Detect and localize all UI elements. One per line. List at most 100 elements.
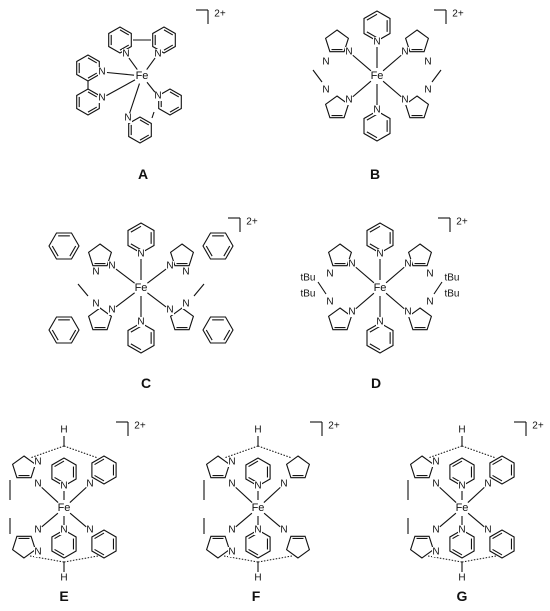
bridgehead-H: H	[254, 425, 261, 436]
nitrogen-atom: N	[432, 547, 439, 558]
nitrogen-atom: N	[404, 307, 411, 318]
nitrogen-atom: N	[154, 49, 161, 60]
nitrogen-atom: N	[322, 57, 329, 68]
nitrogen-atom: N	[280, 479, 287, 490]
charge-label: 2+	[452, 9, 464, 20]
bridgehead-H: H	[254, 573, 261, 584]
nitrogen-atom: N	[98, 93, 105, 104]
nitrogen-atom: N	[484, 479, 491, 490]
nitrogen-atom: N	[376, 317, 383, 328]
nitrogen-atom: N	[458, 481, 465, 492]
nitrogen-atom: N	[424, 85, 431, 96]
nitrogen-atom: N	[122, 49, 129, 60]
nitrogen-atom: N	[92, 299, 99, 310]
tbu-label: tBu	[300, 289, 315, 300]
charge-label: 2+	[134, 421, 146, 432]
bridgehead-H: H	[458, 425, 465, 436]
metal-center: Fe	[371, 70, 384, 82]
nitrogen-atom: N	[404, 259, 411, 270]
nitrogen-atom: N	[401, 95, 408, 106]
nitrogen-atom: N	[424, 57, 431, 68]
nitrogen-atom: N	[348, 259, 355, 270]
nitrogen-atom: N	[326, 269, 333, 280]
nitrogen-atom: N	[182, 299, 189, 310]
label-G: G	[456, 588, 468, 604]
label-A: A	[137, 166, 149, 182]
bridgehead-H: H	[458, 573, 465, 584]
bridgehead-H: H	[60, 425, 67, 436]
nitrogen-atom: N	[228, 457, 235, 468]
structure-B: N N N N N N N N N N Fe 2+	[312, 9, 464, 142]
metal-center: Fe	[135, 282, 148, 294]
nitrogen-atom: N	[348, 307, 355, 318]
nitrogen-atom: N	[86, 479, 93, 490]
nitrogen-atom: N	[166, 305, 173, 316]
bridgehead-H: H	[60, 573, 67, 584]
nitrogen-atom: N	[254, 525, 261, 536]
nitrogen-atom: N	[484, 525, 491, 536]
nitrogen-atom: N	[34, 479, 41, 490]
nitrogen-atom: N	[432, 457, 439, 468]
nitrogen-atom: N	[108, 261, 115, 272]
nitrogen-atom: N	[432, 479, 439, 490]
nitrogen-atom: N	[426, 297, 433, 308]
charge-label: 2+	[328, 421, 340, 432]
nitrogen-atom: N	[401, 47, 408, 58]
nitrogen-atom: N	[228, 525, 235, 536]
nitrogen-atom: N	[86, 525, 93, 536]
nitrogen-atom: N	[345, 47, 352, 58]
nitrogen-atom: N	[92, 267, 99, 278]
charge-label: 2+	[214, 9, 226, 20]
metal-center: Fe	[456, 502, 469, 514]
nitrogen-atom: N	[432, 525, 439, 536]
nitrogen-atom: N	[280, 525, 287, 536]
charge-label: 2+	[246, 217, 258, 228]
metal-center: Fe	[58, 502, 71, 514]
nitrogen-atom: N	[60, 481, 67, 492]
nitrogen-atom: N	[458, 525, 465, 536]
label-E: E	[59, 588, 69, 604]
nitrogen-atom: N	[254, 481, 261, 492]
nitrogen-atom: N	[137, 249, 144, 260]
metal-center: Fe	[136, 70, 149, 82]
nitrogen-atom: N	[34, 547, 41, 558]
label-F: F	[251, 588, 261, 604]
nitrogen-atom: N	[376, 249, 383, 260]
nitrogen-atom: N	[326, 297, 333, 308]
label-C: C	[140, 375, 152, 391]
nitrogen-atom: N	[373, 37, 380, 48]
label-B: B	[369, 166, 381, 182]
nitrogen-atom: N	[34, 525, 41, 536]
nitrogen-atom: N	[166, 261, 173, 272]
structure-A: N N N N N N Fe 2+	[76, 9, 226, 144]
metal-center: Fe	[374, 282, 387, 294]
nitrogen-atom: N	[34, 457, 41, 468]
nitrogen-atom: N	[228, 547, 235, 558]
nitrogen-atom: N	[228, 479, 235, 490]
metal-center: Fe	[252, 502, 265, 514]
label-D: D	[370, 375, 382, 391]
nitrogen-atom: N	[426, 269, 433, 280]
nitrogen-atom: N	[108, 305, 115, 316]
charge-label: 2+	[532, 421, 544, 432]
nitrogen-atom: N	[124, 113, 131, 124]
tbu-label: tBu	[444, 289, 459, 300]
nitrogen-atom: N	[345, 95, 352, 106]
nitrogen-atom: N	[98, 67, 105, 78]
charge-label: 2+	[456, 217, 468, 228]
nitrogen-atom: N	[60, 525, 67, 536]
nitrogen-atom: N	[137, 317, 144, 328]
tbu-label: tBu	[444, 273, 459, 284]
nitrogen-atom: N	[373, 105, 380, 116]
tbu-label: tBu	[300, 273, 315, 284]
nitrogen-atom: N	[154, 91, 161, 102]
nitrogen-atom: N	[322, 85, 329, 96]
nitrogen-atom: N	[182, 267, 189, 278]
